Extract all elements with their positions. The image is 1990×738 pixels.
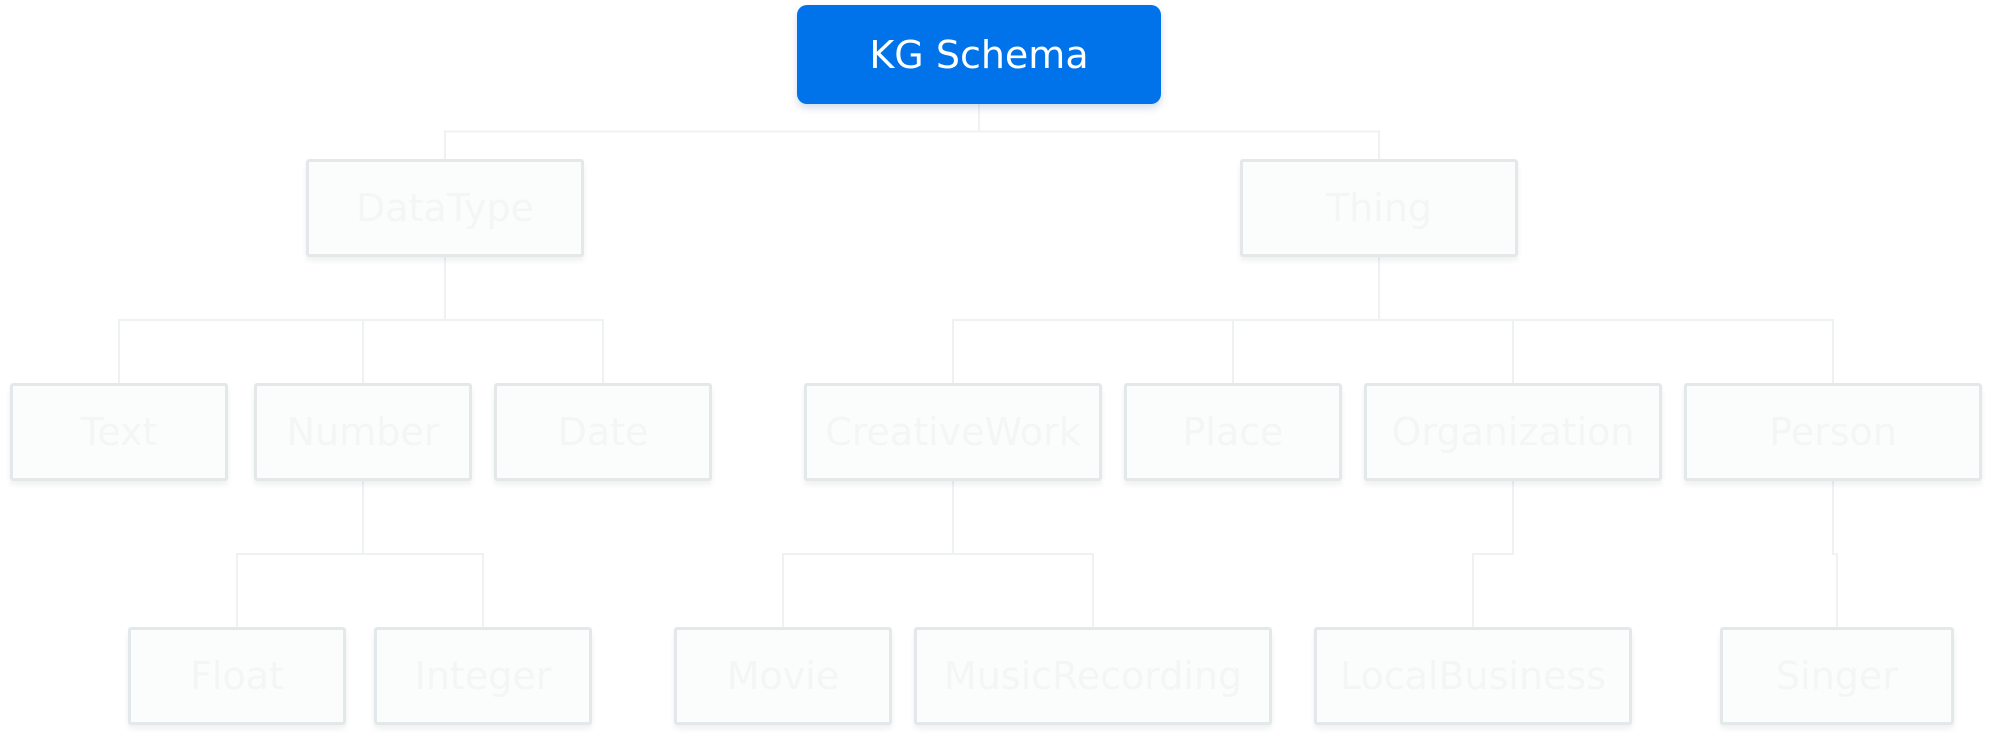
node-date[interactable]: Date (494, 383, 712, 481)
connector-datatype-text (118, 257, 446, 383)
node-text[interactable]: Text (10, 383, 228, 481)
connector-datatype-date (444, 257, 604, 383)
connector-person-singer (1832, 481, 1838, 627)
node-datatype[interactable]: DataType (306, 159, 584, 257)
node-place[interactable]: Place (1124, 383, 1342, 481)
node-singer[interactable]: Singer (1720, 627, 1954, 725)
node-number[interactable]: Number (254, 383, 472, 481)
node-creativework[interactable]: CreativeWork (804, 383, 1102, 481)
connector-root-thing (978, 104, 1380, 159)
connector-number-float (236, 481, 364, 627)
connector-creativework-movie (782, 481, 954, 627)
connector-thing-organization (1378, 257, 1514, 383)
connector-datatype-number (362, 257, 446, 383)
node-organization[interactable]: Organization (1364, 383, 1662, 481)
connector-organization-localbusiness (1472, 481, 1514, 627)
connector-number-integer (362, 481, 484, 627)
node-float[interactable]: Float (128, 627, 346, 725)
node-movie[interactable]: Movie (674, 627, 892, 725)
connector-thing-person (1378, 257, 1834, 383)
node-localbusiness[interactable]: LocalBusiness (1314, 627, 1632, 725)
connector-thing-creativework (952, 257, 1380, 383)
node-musicrecording[interactable]: MusicRecording (914, 627, 1272, 725)
node-person[interactable]: Person (1684, 383, 1982, 481)
node-thing[interactable]: Thing (1240, 159, 1518, 257)
node-integer[interactable]: Integer (374, 627, 592, 725)
node-kg-schema[interactable]: KG Schema (797, 5, 1161, 104)
connector-creativework-musicrecording (952, 481, 1094, 627)
connector-thing-place (1232, 257, 1380, 383)
connector-root-datatype (444, 104, 980, 159)
